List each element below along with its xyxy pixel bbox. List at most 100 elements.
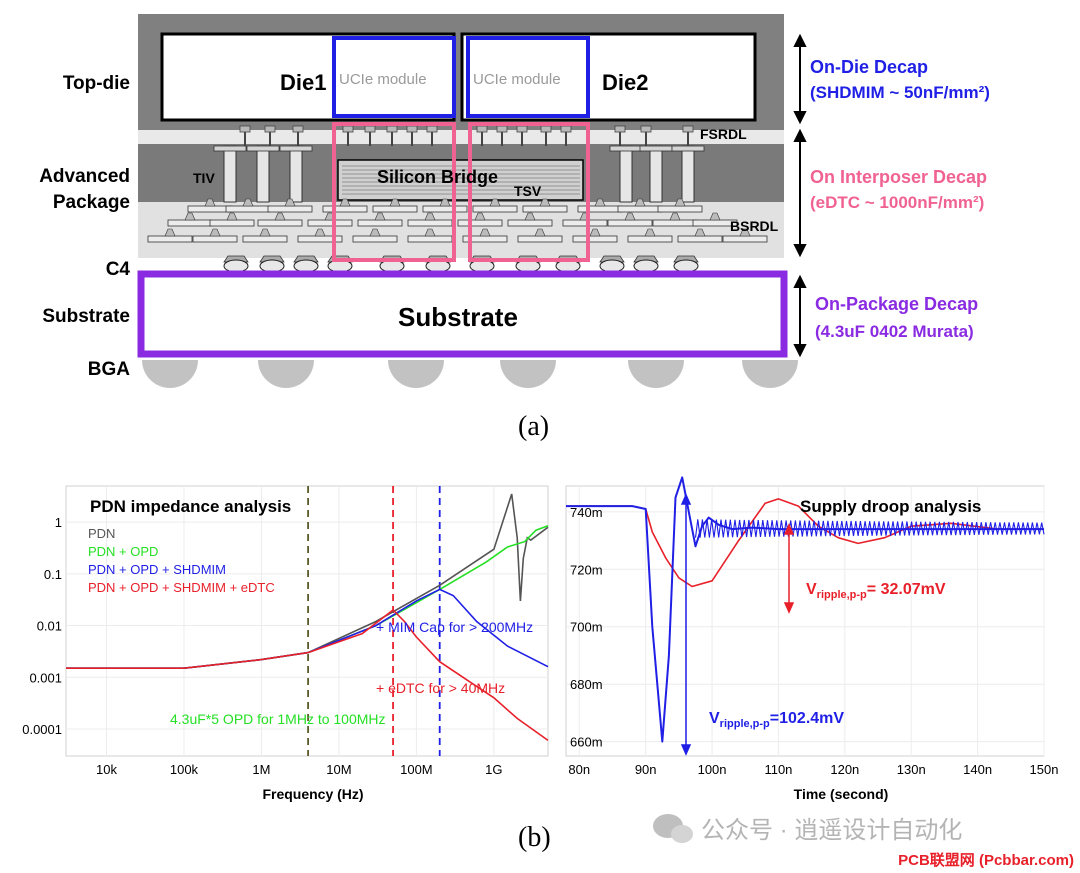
rdl-via: [474, 212, 486, 221]
x-tick-label: 10k: [96, 762, 117, 777]
rdl-via: [184, 212, 196, 221]
rdl-trace: [192, 235, 238, 243]
rdl-trace: [352, 235, 398, 243]
rdl-via: [479, 228, 491, 237]
annotation-opd: 4.3uF*5 OPD for 1MHz to 100MHz: [170, 711, 386, 727]
x-tick-label: 140n: [963, 762, 992, 777]
red-ripple-label: Vripple,p-p= 32.07mV: [806, 581, 946, 601]
legend-pdn: PDN: [88, 526, 115, 541]
impedance-title: PDN impedance analysis: [90, 497, 291, 516]
die2: [460, 32, 757, 122]
tsv-label: TSV: [514, 183, 542, 199]
rdl-trace: [147, 235, 193, 243]
rdl-trace: [507, 219, 553, 227]
die2-label: Die2: [602, 70, 648, 95]
rdl-via: [624, 212, 636, 221]
rdl-via: [539, 198, 551, 207]
rdl-trace: [407, 235, 453, 243]
impedance-series: [66, 493, 549, 742]
layer-label-c4: C4: [106, 259, 131, 280]
rdl-trace: [209, 219, 255, 227]
x-tick-label: 100k: [170, 762, 199, 777]
rdl-via: [489, 198, 501, 207]
rdl-trace: [522, 205, 568, 213]
rdl-trace: [677, 235, 723, 243]
rdl-via: [674, 198, 686, 207]
ucie-module-1-box: [332, 36, 456, 118]
tiv-pillar: [289, 145, 303, 203]
blue-ripple-v: V: [709, 710, 720, 727]
substrate-center-label: Substrate: [398, 302, 518, 332]
rdl-trace: [472, 205, 518, 213]
silicon-bridge-label: Silicon Bridge: [377, 167, 498, 187]
rdl-trace: [627, 235, 673, 243]
y-tick-label: 720m: [570, 562, 603, 577]
y-tick-label: 1: [55, 515, 62, 530]
rdl-via: [424, 212, 436, 221]
c4-bump: [293, 259, 319, 273]
rdl-via: [709, 212, 721, 221]
rdl-trace: [372, 205, 418, 213]
c4-bump: [673, 259, 699, 273]
x-tick-label: 90n: [635, 762, 657, 777]
x-tick-label: 80n: [568, 762, 590, 777]
rdl-via: [524, 212, 536, 221]
x-tick-label: 100M: [400, 762, 433, 777]
bga-ball: [388, 360, 444, 388]
panel-a: Die1 Die2 UCIe module UCIe module Silico…: [39, 14, 990, 442]
rdl-via: [226, 212, 238, 221]
micro-bump: [426, 125, 438, 133]
legend-pdn-opd-shdmim: PDN + OPD + SHDMIM: [88, 562, 226, 577]
micro-bump: [264, 125, 276, 133]
impedance-plot-frame: [65, 485, 549, 757]
rdl-trace: [307, 219, 353, 227]
arrow-head: [793, 244, 807, 258]
micro-bump: [476, 125, 488, 133]
droop-title: Supply droop analysis: [800, 497, 981, 516]
blue-ripple-sub: ripple,p-p: [720, 718, 770, 730]
micro-bump: [682, 125, 694, 133]
micro-bump: [540, 125, 552, 133]
panel-b-caption: (b): [518, 822, 551, 853]
on-die-decap-title: On-Die Decap: [810, 57, 928, 77]
rdl-trace: [357, 219, 403, 227]
bga-ball: [742, 360, 798, 388]
y-tick-label: 0.001: [29, 670, 62, 685]
rdl-via: [594, 198, 606, 207]
rdl-trace: [225, 205, 271, 213]
tiv-pillar: [681, 145, 695, 203]
rdl-trace: [457, 219, 503, 227]
ucie-module-2-box: [466, 36, 590, 118]
droop-xlabel: Time (second): [794, 786, 889, 802]
arrow-head: [783, 602, 795, 614]
interposer-decap-box-2: [468, 122, 590, 262]
micro-bump: [239, 125, 251, 133]
bga-ball: [142, 360, 198, 388]
c4-bump: [599, 259, 625, 273]
rdl-via: [669, 212, 681, 221]
arrow-head: [793, 274, 807, 288]
rdl-trace: [577, 205, 623, 213]
rdl-via: [439, 198, 451, 207]
rdl-trace: [607, 219, 653, 227]
rdl-trace: [422, 205, 468, 213]
tiv-pillar: [619, 145, 633, 203]
tiv-cap: [671, 145, 705, 152]
tiv-cap: [246, 145, 280, 152]
rdl-traces: [147, 198, 768, 243]
fsrdl-label: FSRDL: [700, 126, 747, 142]
tiv-pillar: [649, 145, 663, 203]
rdl-trace: [722, 235, 768, 243]
rdl-via: [369, 228, 381, 237]
micro-bump: [342, 125, 354, 133]
y-tick-label: 680m: [570, 677, 603, 692]
tiv-cap: [279, 145, 313, 152]
impedance-legend: PDN PDN + OPD PDN + OPD + SHDMIM PDN + O…: [88, 526, 275, 595]
x-tick-label: 110n: [764, 762, 792, 777]
red-ripple-value: = 32.07mV: [867, 581, 946, 598]
rdl-via: [314, 228, 326, 237]
rdl-trace: [517, 235, 563, 243]
interposer-decap-box-1: [332, 122, 456, 262]
rdl-via: [389, 198, 401, 207]
